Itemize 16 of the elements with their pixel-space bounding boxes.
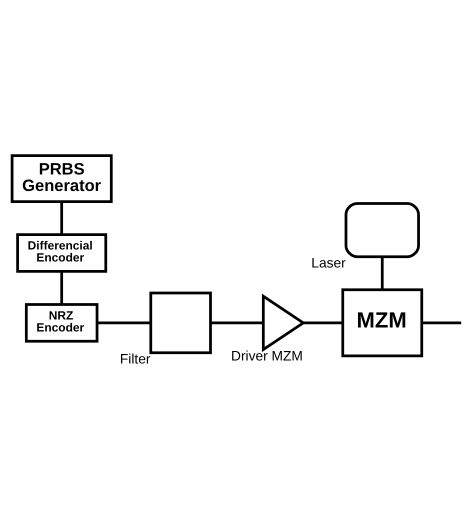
- node-label: Laser: [311, 255, 346, 270]
- connector: [60, 270, 64, 304]
- node-box: PRBS Generator: [10, 154, 113, 202]
- connector: [303, 320, 342, 324]
- node-box: Differencial Encoder: [16, 232, 108, 272]
- connector: [422, 320, 462, 324]
- node-box: [149, 291, 212, 354]
- connector: [380, 256, 384, 289]
- node-box: MZM: [341, 288, 424, 357]
- connector: [97, 320, 151, 324]
- connector: [210, 320, 264, 324]
- node-box: [344, 202, 420, 258]
- node-label: Driver MZM: [231, 348, 303, 364]
- node-box: NRZ Encoder: [24, 302, 98, 342]
- connector: [60, 201, 64, 234]
- node-label: Filter: [120, 351, 150, 366]
